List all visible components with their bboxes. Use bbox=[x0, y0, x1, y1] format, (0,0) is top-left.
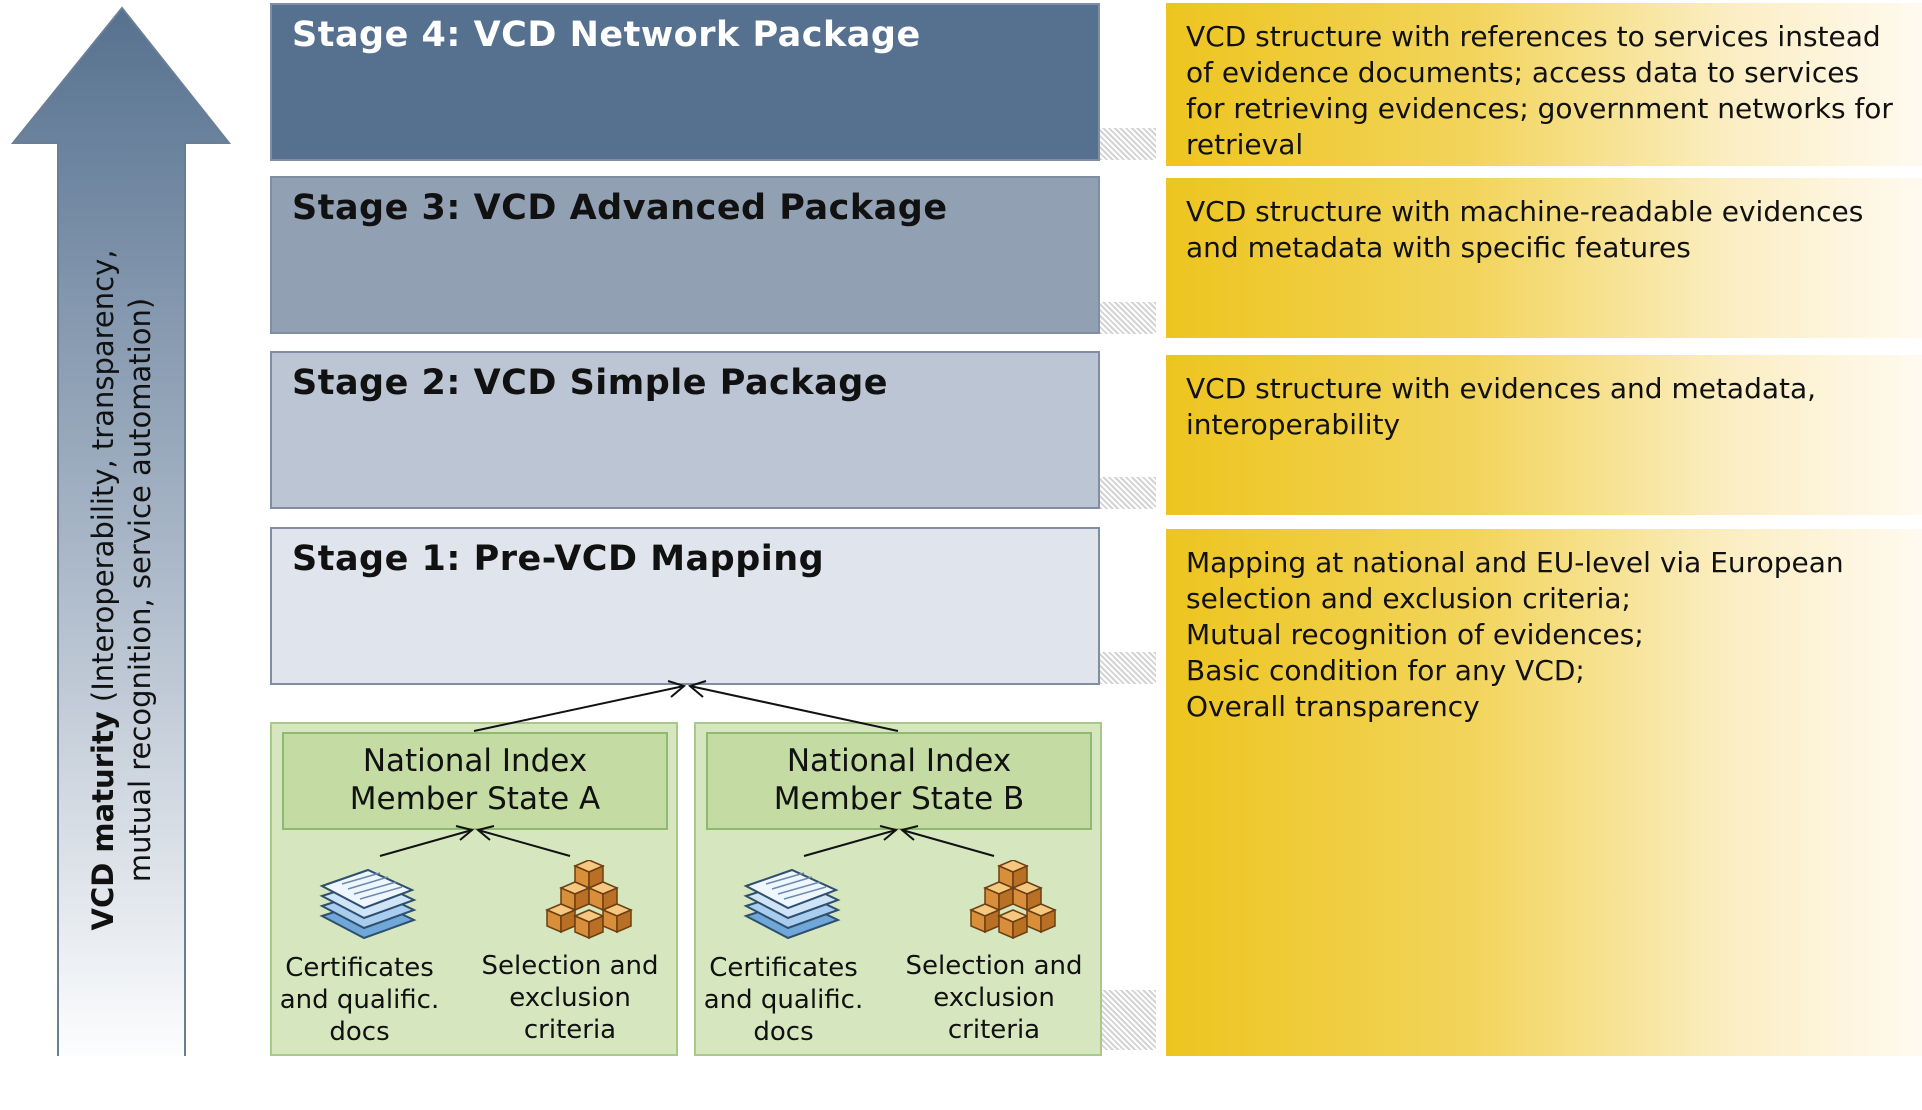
criteria-label-b: Selection and exclusion criteria bbox=[905, 951, 1083, 1045]
stage-3-title: Stage 3: VCD Advanced Package bbox=[292, 188, 948, 228]
stage-2-description-text: VCD structure with evidences and metadat… bbox=[1186, 372, 1817, 441]
stage-1-shadow bbox=[1100, 652, 1156, 684]
stage-3-box: Stage 3: VCD Advanced Package bbox=[270, 176, 1100, 334]
certificates-label-a: Certificates and qualific. docs bbox=[279, 953, 440, 1047]
maturity-axis-label: VCD maturity (Interoperability, transpar… bbox=[85, 70, 235, 1110]
national-index-a-line2: Member State A bbox=[349, 781, 601, 817]
axis-title-bold: VCD maturity bbox=[86, 711, 120, 931]
member-state-b-panel: National Index Member State B bbox=[694, 722, 1102, 1056]
national-index-a: National Index Member State A bbox=[282, 732, 668, 830]
stage-3-shadow bbox=[1100, 302, 1156, 334]
stage-4-description-text: VCD structure with references to service… bbox=[1186, 20, 1893, 161]
axis-title-line2: mutual recognition, service automation) bbox=[123, 297, 157, 883]
stage-3-description: VCD structure with machine-readable evid… bbox=[1166, 178, 1922, 338]
stage-1-box: Stage 1: Pre-VCD Mapping bbox=[270, 527, 1100, 685]
stage-4-title: Stage 4: VCD Network Package bbox=[292, 15, 921, 55]
maturity-arrow bbox=[10, 6, 232, 1056]
documents-stack-icon bbox=[743, 868, 841, 940]
boxes-stack-icon bbox=[545, 860, 633, 940]
stage-4-shadow bbox=[1100, 128, 1156, 160]
national-index-b: National Index Member State B bbox=[706, 732, 1092, 830]
documents-stack-icon bbox=[319, 868, 417, 940]
stage-4-description: VCD structure with references to service… bbox=[1166, 3, 1922, 166]
national-index-b-line2: Member State B bbox=[773, 781, 1025, 817]
stage-1-description: Mapping at national and EU-level via Eur… bbox=[1166, 529, 1922, 1056]
member-state-a-panel: National Index Member State A bbox=[270, 722, 678, 1056]
stage-2-shadow bbox=[1100, 477, 1156, 509]
panel-shadow bbox=[1100, 990, 1156, 1050]
axis-title-rest: (Interoperability, transparency, bbox=[86, 249, 120, 712]
stage-1-description-text: Mapping at national and EU-level via Eur… bbox=[1186, 546, 1844, 723]
boxes-stack-icon bbox=[969, 860, 1057, 940]
criteria-label-a: Selection and exclusion criteria bbox=[481, 951, 659, 1045]
stage-2-description: VCD structure with evidences and metadat… bbox=[1166, 355, 1922, 515]
stage-3-description-text: VCD structure with machine-readable evid… bbox=[1186, 195, 1864, 264]
stage-1-title: Stage 1: Pre-VCD Mapping bbox=[292, 539, 825, 579]
national-index-a-line1: National Index bbox=[362, 743, 588, 779]
stage-2-title: Stage 2: VCD Simple Package bbox=[292, 363, 888, 403]
certificates-label-b: Certificates and qualific. docs bbox=[703, 953, 864, 1047]
stage-2-box: Stage 2: VCD Simple Package bbox=[270, 351, 1100, 509]
vcd-maturity-diagram: VCD maturity (Interoperability, transpar… bbox=[10, 3, 1922, 1056]
stage-4-box: Stage 4: VCD Network Package bbox=[270, 3, 1100, 161]
national-index-b-line1: National Index bbox=[786, 743, 1012, 779]
